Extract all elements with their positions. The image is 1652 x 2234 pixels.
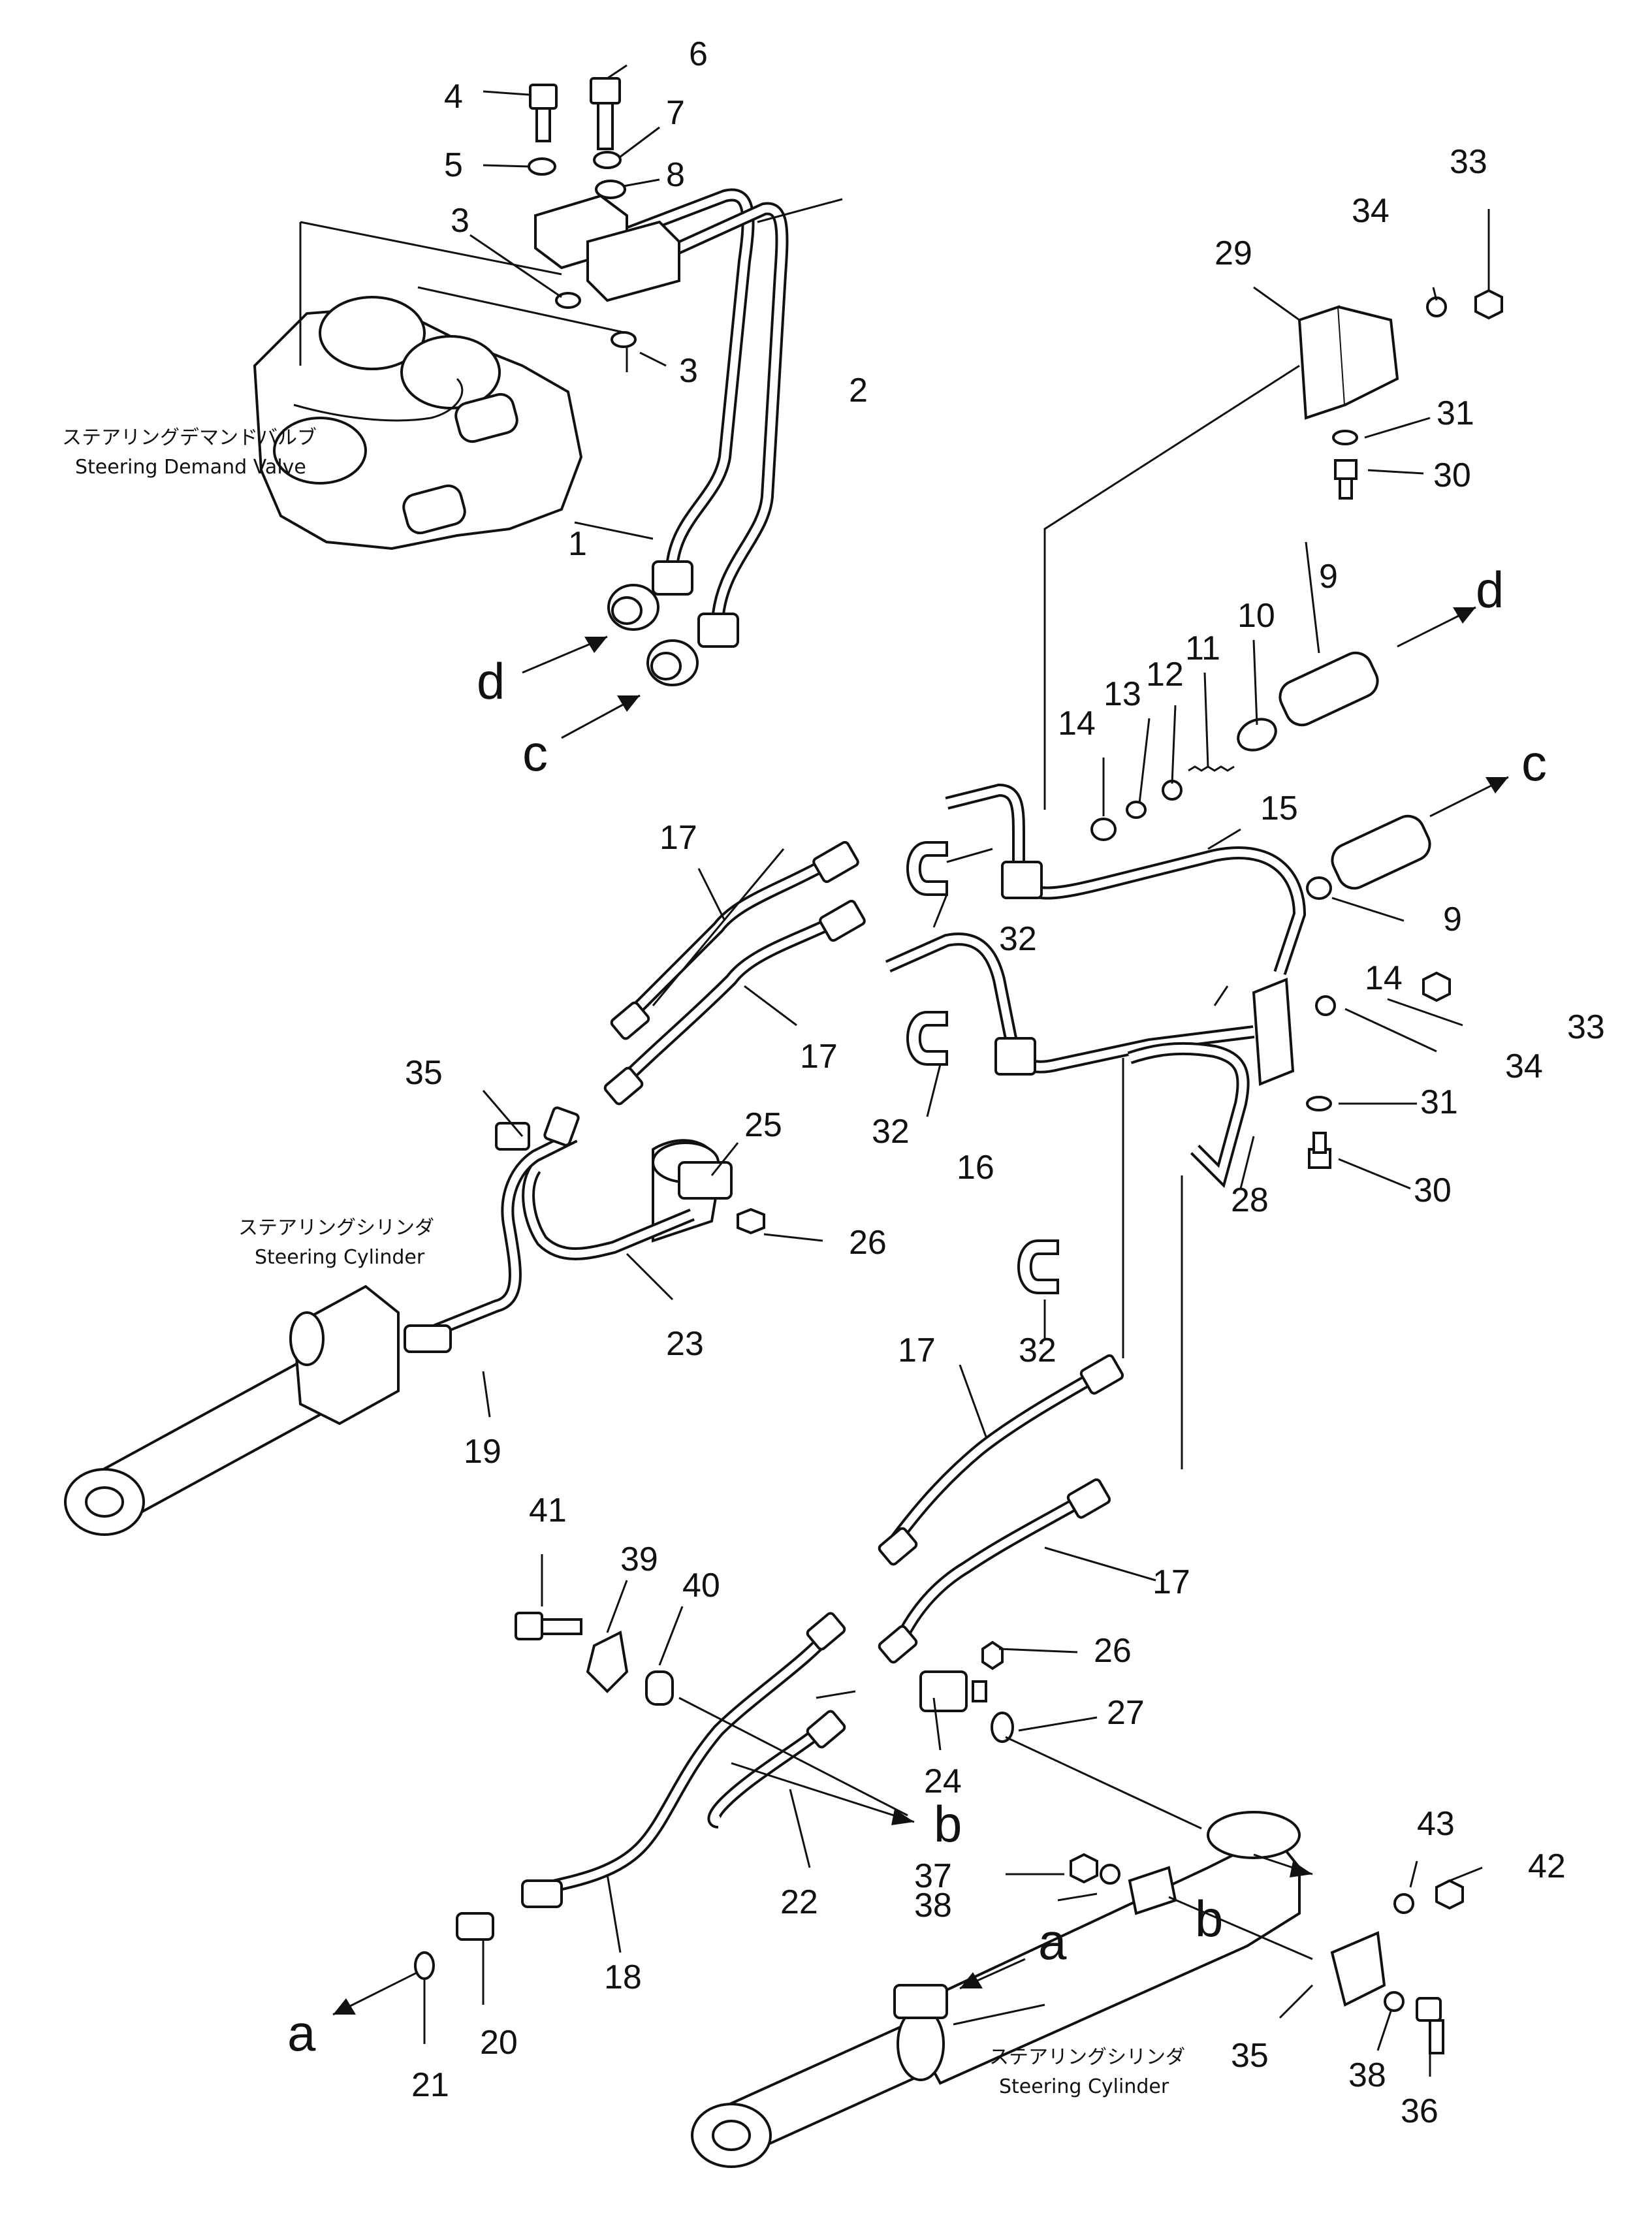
callout-4: 4 [444,78,463,116]
callout-3: 3 [451,202,469,240]
flow-letter-d: d [1476,561,1504,618]
callout-numbers: 1 2 3 3 4 5 6 7 8 9 9 10 11 12 13 14 14 … [405,35,1605,2130]
callout-9: 9 [1443,901,1462,938]
callout-6: 6 [689,35,708,73]
callout-1: 1 [568,525,587,563]
callout-35: 35 [405,1054,443,1092]
flow-letter-d: d [477,652,505,710]
left-cylinder-label-jp: ステアリングシリンダ [238,1217,434,1239]
pipes-15-16 [885,783,1307,1189]
callout-13: 13 [1104,675,1141,713]
callout-8: 8 [666,156,685,194]
callout-3: 3 [679,352,698,390]
callout-27: 27 [1107,1694,1145,1732]
callout-42: 42 [1528,1847,1566,1885]
bracket-28 [1252,971,1451,1169]
callout-11: 11 [1185,630,1220,667]
pipes-18-22 [456,1612,846,1941]
valve-parts-9-14 [1090,651,1431,900]
callout-29: 29 [1215,234,1252,272]
callout-33: 33 [1450,143,1487,181]
bolts-and-washers-top [528,77,637,348]
flow-letter-a: a [1038,1913,1067,1970]
callout-16: 16 [957,1149,994,1187]
flow-letter-b: b [1195,1890,1223,1947]
left-steering-cylinder [64,1139,721,1536]
flow-letters: d c d c a a b b [287,561,1547,2062]
steering-demand-valve [253,221,628,551]
callout-17: 17 [898,1332,936,1369]
callout-21: 21 [411,2066,449,2104]
callout-43: 43 [1417,1805,1455,1843]
callout-37: 37 [914,1857,952,1895]
callout-32: 32 [999,920,1037,958]
callout-32: 32 [872,1113,910,1151]
callout-41: 41 [529,1492,567,1529]
callout-17: 17 [800,1038,838,1076]
flow-letter-c: c [1521,734,1547,791]
leader-lines [423,64,1490,2077]
callout-34: 34 [1505,1047,1543,1085]
bolt-41-bracket-39-sleeve-40 [515,1612,674,1706]
callout-15: 15 [1260,790,1298,827]
callout-28: 28 [1231,1181,1269,1219]
callout-36: 36 [1401,2092,1438,2130]
callout-7: 7 [666,94,685,132]
callout-24: 24 [924,1763,962,1800]
u-clips-32 [906,841,1059,1294]
callout-32: 32 [1019,1332,1056,1369]
callout-30: 30 [1414,1172,1452,1209]
callout-17: 17 [659,819,697,857]
demand-valve-label-en: Steering Demand Valve [75,456,306,479]
callout-26: 26 [1094,1632,1132,1670]
callout-31: 31 [1420,1083,1458,1121]
callout-14: 14 [1058,705,1096,742]
callout-18: 18 [604,1958,642,1996]
callout-20: 20 [480,2024,518,2062]
callout-40: 40 [682,1567,720,1604]
callout-9: 9 [1319,558,1338,596]
left-cylinder-label-en: Steering Cylinder [255,1246,425,1269]
callout-5: 5 [444,146,463,184]
callout-33: 33 [1567,1008,1605,1046]
flow-letter-c: c [522,724,548,782]
right-steering-cylinder [691,1811,1464,2168]
callout-39: 39 [620,1540,658,1578]
demand-valve-label-jp: ステアリングデマンドバルブ [62,426,317,449]
callout-38: 38 [1348,2056,1386,2094]
flow-arrows [332,606,1509,2016]
right-cylinder-label-en: Steering Cylinder [999,2075,1169,2098]
callout-12: 12 [1146,656,1184,694]
flow-letter-a: a [287,2004,316,2062]
callout-23: 23 [666,1325,704,1363]
fittings-lower [414,1640,1014,1980]
bracket-29 [1043,289,1503,810]
callout-38: 38 [914,1887,952,1924]
callout-10: 10 [1237,597,1275,635]
callout-19: 19 [464,1433,501,1471]
hoses-17-lower [878,1058,1183,1664]
callout-22: 22 [780,1883,818,1921]
callout-25: 25 [744,1106,782,1144]
callout-17: 17 [1152,1563,1190,1601]
callout-34: 34 [1352,192,1390,230]
flow-letter-b: b [934,1795,962,1853]
pipes-1-2 [534,188,789,686]
right-cylinder-label-jp: ステアリングシリンダ [989,2046,1185,2069]
callout-31: 31 [1437,394,1474,432]
callout-30: 30 [1433,456,1471,494]
callout-26: 26 [849,1224,887,1262]
callout-14: 14 [1365,959,1403,997]
callout-35: 35 [1231,2037,1269,2075]
pipes-19-23 [404,1106,765,1353]
callout-2: 2 [849,372,868,409]
part-labels: ステアリングデマンドバルブ Steering Demand Valve ステアリ… [62,426,1185,2098]
